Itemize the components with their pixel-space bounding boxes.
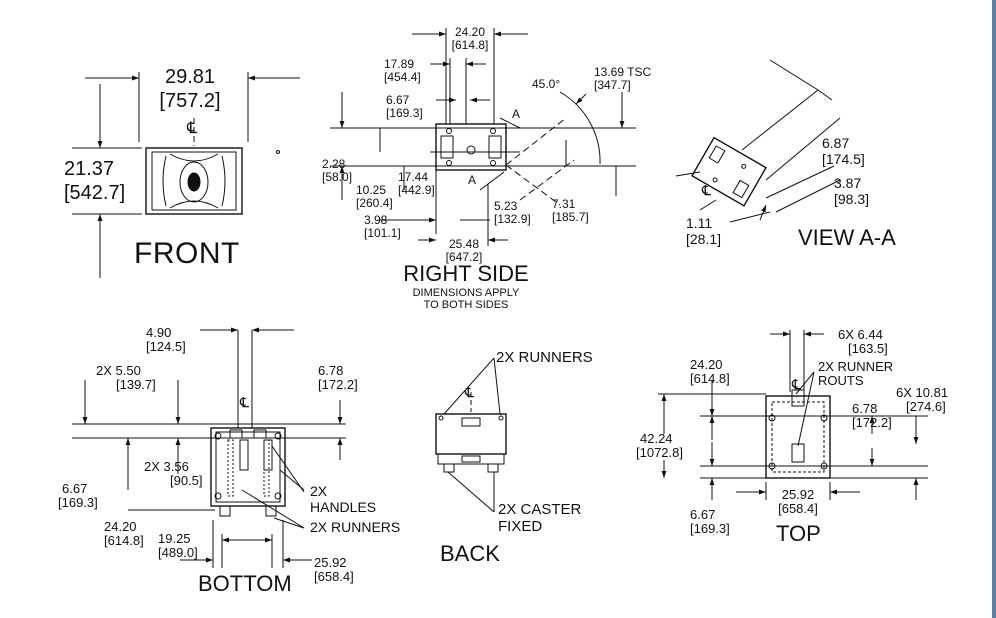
- bot-3-56-mm: [90.5]: [170, 473, 203, 488]
- rs-7-31-mm: [185.7]: [552, 210, 589, 224]
- rs-6-67-mm: [169.3]: [386, 106, 423, 120]
- view-aa-drawing: [675, 59, 841, 223]
- bottom-title: BOTTOM: [198, 571, 292, 596]
- bot-runners-label: 2X RUNNERS: [310, 519, 401, 535]
- rs-24-20-in: 24.20: [454, 25, 486, 39]
- front-width-mm: [757.2]: [159, 90, 221, 112]
- rs-10-25-mm: [260.4]: [356, 196, 393, 210]
- rs-13-69-mm: [347.7]: [594, 78, 631, 92]
- front-height-mm: [542.7]: [64, 182, 126, 204]
- right-side-note-1: DIMENSIONS APPLY: [412, 287, 520, 299]
- right-side-title: RIGHT SIDE: [403, 261, 529, 286]
- rs-25-48-in: 25.48: [448, 237, 480, 251]
- window-edge: [992, 0, 996, 618]
- rs-6-67-in: 6.67: [386, 93, 410, 107]
- bot-4-90-in: 4.90: [146, 325, 172, 340]
- back-caster-fixed: FIXED: [498, 518, 543, 535]
- bot-3-56-in: 2X 3.56: [144, 459, 189, 474]
- rs-section-a-bottom: A: [468, 173, 477, 187]
- top-10-81-mm: [274.6]: [906, 399, 946, 414]
- top-centerline-symbol: ℄: [792, 376, 801, 392]
- top-42-24-in: 42.24: [640, 431, 673, 446]
- front-centerline-symbol: ℄: [187, 120, 198, 137]
- back-view-drawing: [435, 357, 507, 513]
- rs-3-98-in: 3.98: [364, 213, 388, 227]
- top-25-92-mm: [658.4]: [778, 501, 818, 516]
- view-aa-title: VIEW A-A: [798, 225, 896, 250]
- bot-6-67-mm: [169.3]: [58, 495, 98, 510]
- top-24-20-mm: [614.8]: [690, 371, 730, 386]
- bot-19-25-mm: [489.0]: [158, 545, 198, 560]
- top-24-20-in: 24.20: [690, 357, 723, 372]
- rs-10-25-in: 10.25: [356, 183, 387, 197]
- bot-6-78-mm: [172.2]: [318, 377, 358, 392]
- rs-25-48-mm: [647.2]: [445, 250, 483, 264]
- rs-5-23-in: 5.23: [494, 199, 518, 213]
- vaa-centerline-symbol: ℄: [702, 182, 711, 198]
- top-view-drawing: [658, 330, 928, 500]
- right-side-view-drawing: [330, 28, 636, 246]
- back-runners-label: 2X RUNNERS: [496, 349, 593, 366]
- vaa-1-11-in: 1.11: [686, 215, 713, 231]
- rs-angle: 45.0°: [532, 77, 561, 91]
- bot-centerline-symbol: ℄: [240, 394, 249, 410]
- top-6-44-in: 6X 6.44: [838, 327, 883, 342]
- vaa-1-11-mm: [28.1]: [686, 231, 722, 247]
- top-6-67-in: 6.67: [690, 507, 716, 522]
- vaa-6-87-mm: [174.5]: [822, 151, 865, 167]
- bot-6-67-in: 6.67: [62, 481, 88, 496]
- bot-25-92-in: 25.92: [314, 555, 347, 570]
- vaa-6-87-in: 6.87: [822, 135, 850, 151]
- bot-25-92-mm: [658.4]: [314, 569, 354, 584]
- rs-13-69-in: 13.69 TSC: [594, 65, 652, 79]
- rs-2-28-in: 2.28: [322, 157, 346, 171]
- bot-6-78-in: 6.78: [318, 363, 344, 378]
- front-view-drawing: [72, 72, 300, 278]
- rs-17-89-in: 17.89: [384, 57, 415, 71]
- vaa-3-87-mm: [98.3]: [834, 191, 870, 207]
- top-6-67-mm: [169.3]: [690, 521, 730, 536]
- rs-17-44-in: 17.44: [398, 170, 429, 184]
- bot-19-25-in: 19.25: [158, 531, 191, 546]
- front-width-in: 29.81: [164, 66, 216, 88]
- top-6-78-mm: [172.2]: [852, 415, 892, 430]
- bot-24-20-in: 24.20: [104, 519, 137, 534]
- bottom-view-drawing: [72, 327, 346, 568]
- bot-5-50-in: 2X 5.50: [96, 363, 141, 378]
- top-title: TOP: [776, 521, 821, 546]
- top-6-78-in: 6.78: [852, 401, 878, 416]
- top-routs-label: 2X RUNNER: [818, 359, 894, 374]
- top-routs-label-2: ROUTS: [818, 373, 864, 388]
- top-25-92-in: 25.92: [781, 487, 815, 502]
- rs-7-31-in: 7.31: [552, 197, 576, 211]
- front-height-in: 21.37: [64, 158, 115, 180]
- bot-4-90-mm: [124.5]: [146, 339, 186, 354]
- rs-17-44-mm: [442.9]: [398, 183, 435, 197]
- bot-24-20-mm: [614.8]: [104, 533, 144, 548]
- rs-3-98-mm: [101.1]: [364, 226, 401, 240]
- back-title: BACK: [440, 541, 500, 566]
- front-title: FRONT: [134, 237, 240, 270]
- bot-5-50-mm: [139.7]: [116, 377, 156, 392]
- vaa-3-87-in: 3.87: [834, 175, 862, 191]
- top-10-81-in: 6X 10.81: [896, 385, 949, 400]
- top-42-24-mm: [1072.8]: [636, 445, 683, 460]
- right-side-note-2: TO BOTH SIDES: [423, 299, 509, 311]
- back-centerline-symbol: ℄: [465, 384, 474, 400]
- bot-handles-label: HANDLES: [310, 499, 377, 515]
- top-6-44-mm: [163.5]: [848, 341, 888, 356]
- rs-2-28-mm: [58.0]: [322, 170, 353, 184]
- back-caster-label: 2X CASTER: [498, 501, 582, 518]
- rs-5-23-mm: [132.9]: [494, 212, 531, 226]
- rs-section-a-top: A: [512, 107, 521, 121]
- bot-handles-qty: 2X: [310, 483, 328, 499]
- rs-24-20-mm: [614.8]: [451, 38, 489, 52]
- rs-17-89-mm: [454.4]: [384, 70, 421, 84]
